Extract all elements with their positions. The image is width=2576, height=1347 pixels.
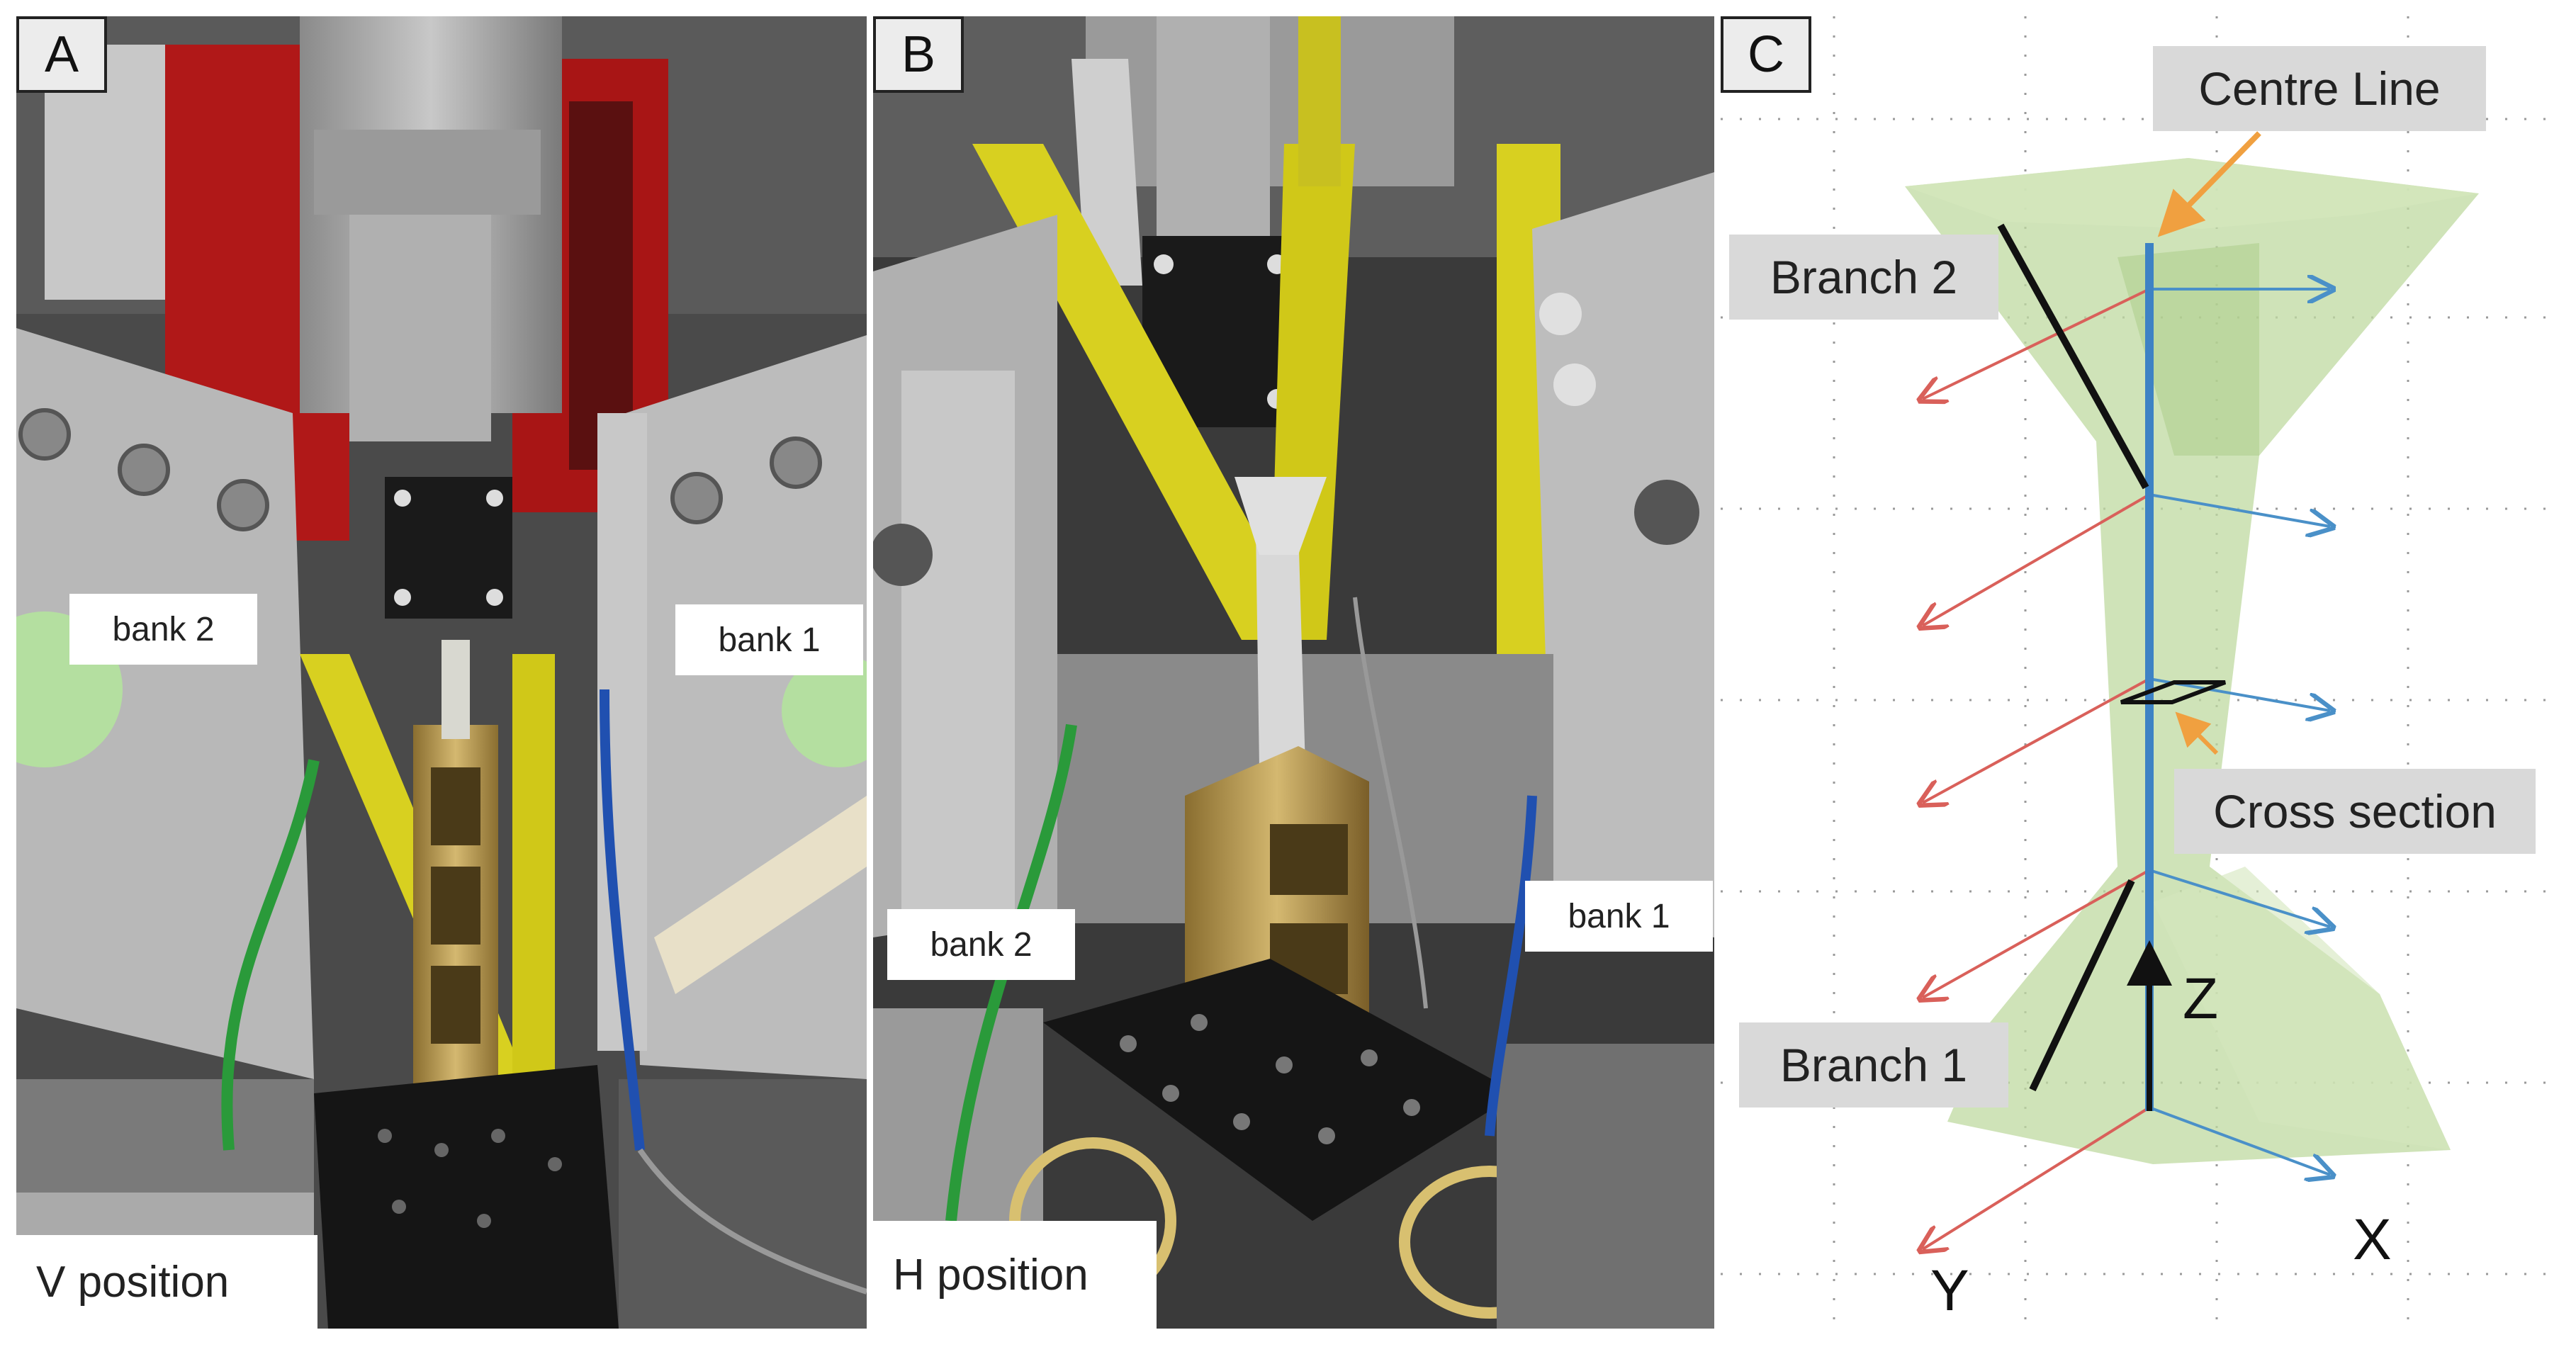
diagram-panel-c: C Centre Line Branch 2 Cross section Bra… [1721, 16, 2560, 1329]
z-axis-label: Z [2183, 966, 2219, 1031]
centre-line-label: Centre Line [2153, 46, 2486, 131]
cross-section-shape [2120, 680, 2227, 704]
bank-1-label: bank 1 [675, 604, 863, 675]
branch-2-label: Branch 2 [1729, 235, 1998, 320]
v-position-label: V position [16, 1235, 317, 1329]
bank-2-label: bank 2 [887, 909, 1075, 980]
cross-section-label: Cross section [2174, 769, 2536, 854]
branch-1-line [2029, 879, 2135, 1092]
panel-letter-a: A [16, 16, 107, 93]
photo-b-illustration [873, 16, 1714, 1329]
branch-1-label: Branch 1 [1739, 1022, 2008, 1108]
specimen-diagram [1721, 16, 2560, 1329]
photo-panel-b: B bank 2 bank 1 H position [873, 16, 1714, 1329]
h-position-label: H position [873, 1221, 1157, 1329]
x-axis-label: X [2353, 1207, 2392, 1272]
branch-2-line [1997, 223, 2149, 490]
y-axis-label: Y [1930, 1258, 1969, 1323]
photo-panel-a: A bank 2 bank 1 V position [16, 16, 867, 1329]
bank-1-label: bank 1 [1525, 881, 1713, 952]
specimen-body [1905, 158, 2479, 1164]
panel-letter-c: C [1721, 16, 1811, 93]
panel-letter-b: B [873, 16, 964, 93]
bank-2-label: bank 2 [69, 594, 257, 665]
